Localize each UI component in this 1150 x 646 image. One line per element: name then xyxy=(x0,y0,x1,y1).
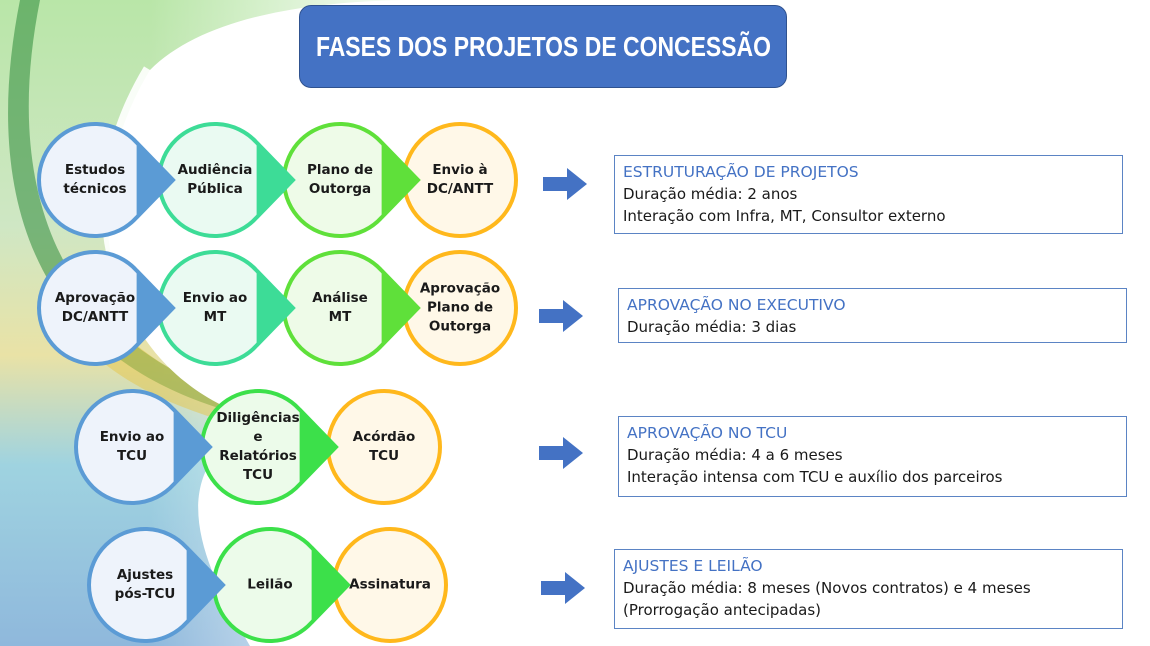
info-heading: ESTRUTURAÇÃO DE PROJETOS xyxy=(623,163,859,181)
step-label: Envio ao TCU xyxy=(99,429,165,464)
step-label: Aprovação DC/ANTT xyxy=(54,290,136,325)
right-arrow-icon xyxy=(543,168,587,200)
step-label: Ajustes pós-TCU xyxy=(114,567,176,602)
step-node xyxy=(200,389,339,505)
step-pointer xyxy=(381,142,418,218)
step-pointer xyxy=(256,270,293,346)
step-pointer xyxy=(299,409,336,485)
right-arrow-icon xyxy=(539,437,583,469)
info-line: (Prorrogação antecipadas) xyxy=(623,601,821,619)
step-node xyxy=(87,527,226,643)
step-label: Envio ao MT xyxy=(182,290,248,325)
info-heading: AJUSTES E LEILÃO xyxy=(623,557,763,575)
step-node xyxy=(37,122,176,238)
step-label: Plano de Outorga xyxy=(306,162,374,197)
step-pointer xyxy=(186,547,223,623)
step-label: Assinatura xyxy=(349,576,431,593)
info-box-ajustes-leilao: AJUSTES E LEILÃO Duração média: 8 meses … xyxy=(614,549,1123,629)
step-label: Diligências e Relatórios TCU xyxy=(216,410,300,483)
info-line: Duração média: 2 anos xyxy=(623,185,798,203)
step-node xyxy=(282,250,421,366)
step-pointer xyxy=(136,270,173,346)
step-pointer xyxy=(136,142,173,218)
info-box-estruturacao: ESTRUTURAÇÃO DE PROJETOS Duração média: … xyxy=(614,155,1123,234)
step-node xyxy=(37,250,176,366)
step-label: Estudos técnicos xyxy=(63,162,127,197)
info-line: Interação intensa com TCU e auxílio dos … xyxy=(627,468,1003,486)
info-line: Duração média: 4 a 6 meses xyxy=(627,446,843,464)
step-label: Acórdão TCU xyxy=(352,429,416,464)
right-arrow-icon xyxy=(541,572,585,604)
right-arrow-icon xyxy=(539,300,583,332)
info-box-aprovacao-executivo: APROVAÇÃO NO EXECUTIVO Duração média: 3 … xyxy=(618,288,1127,343)
info-box-aprovacao-tcu: APROVAÇÃO NO TCU Duração média: 4 a 6 me… xyxy=(618,416,1127,497)
step-node xyxy=(157,250,296,366)
step-pointer xyxy=(381,270,418,346)
info-line: Interação com Infra, MT, Consultor exter… xyxy=(623,207,946,225)
info-line: Duração média: 8 meses (Novos contratos)… xyxy=(623,579,1031,597)
step-label: Audiência Pública xyxy=(177,162,253,197)
step-label: Aprovação Plano de Outorga xyxy=(419,280,501,335)
step-pointer xyxy=(311,547,348,623)
info-line: Duração média: 3 dias xyxy=(627,318,797,336)
info-heading: APROVAÇÃO NO TCU xyxy=(627,424,788,442)
info-heading: APROVAÇÃO NO EXECUTIVO xyxy=(627,296,846,314)
step-label: Análise MT xyxy=(312,290,368,325)
page-title: FASES DOS PROJETOS DE CONCESSÃO xyxy=(299,5,787,88)
page-title-text: FASES DOS PROJETOS DE CONCESSÃO xyxy=(315,30,771,62)
step-pointer xyxy=(256,142,293,218)
step-node xyxy=(74,389,213,505)
step-label: Envio à DC/ANTT xyxy=(426,162,494,197)
step-pointer xyxy=(173,409,210,485)
step-label: Leilão xyxy=(247,576,293,593)
